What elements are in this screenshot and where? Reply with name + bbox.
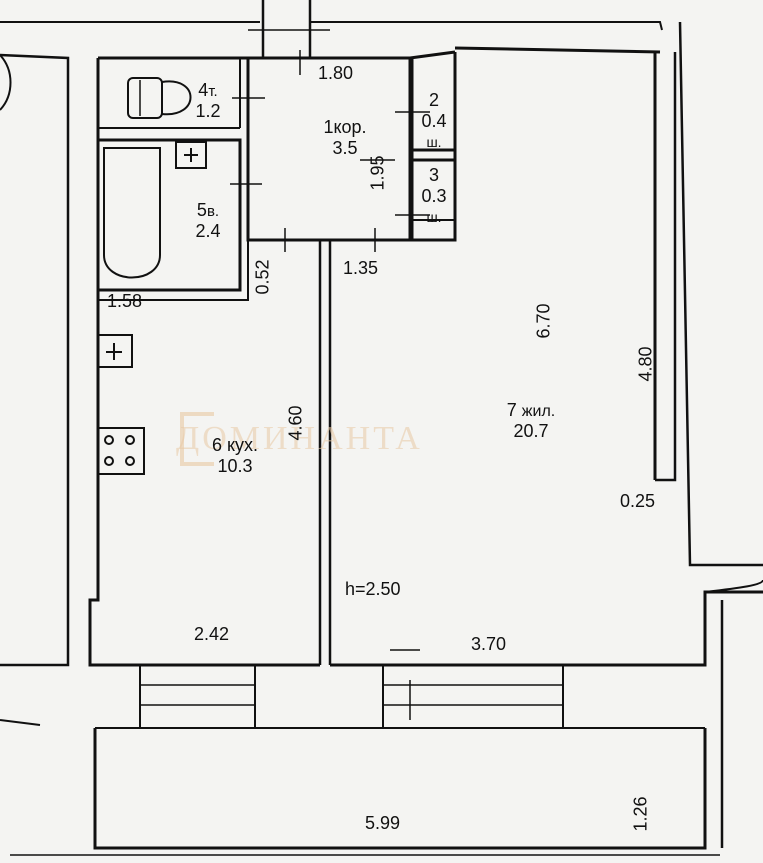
dim-kitchen-width: 2.42: [194, 624, 230, 644]
dim-balcony-width: 5.99: [365, 813, 401, 833]
watermark-logo: [180, 412, 214, 466]
room-label-living: 7 жил. 20.7: [476, 400, 586, 442]
room-label-toilet: 4т. 1.2: [186, 80, 230, 121]
dim-room-height-right: 4.80: [635, 346, 656, 382]
dim-corridor-bottom: 1.35: [343, 258, 379, 278]
room-name: т.: [208, 83, 218, 100]
watermark-text: ДОМИНАНТА: [176, 420, 423, 457]
room-label-closet-3: 3 0.3 ш.: [414, 165, 454, 227]
dim-corridor-top: 1.80: [318, 63, 354, 83]
room-name: кор.: [333, 117, 367, 137]
room-area: 1.2: [195, 100, 221, 121]
room-name: ш.: [426, 134, 442, 151]
room-name: кух.: [226, 435, 259, 455]
room-label-kitchen: 6 кух. 10.3: [190, 435, 280, 476]
room-area: 0.4: [421, 110, 447, 131]
room-label-closet-2: 2 0.4 ш.: [414, 90, 454, 152]
room-number: 4: [198, 80, 209, 100]
room-area: 10.3: [217, 455, 253, 476]
dim-room-width: 3.70: [471, 634, 507, 654]
room-area: 2.4: [195, 220, 221, 241]
room-number: 7: [506, 400, 517, 420]
dim-room-length: 6.70: [533, 303, 554, 339]
room-area: 3.5: [332, 137, 358, 158]
dim-wall-step: 0.25: [620, 491, 656, 511]
room-name: в.: [206, 203, 220, 220]
room-number: 3: [428, 165, 439, 185]
room-label-bathroom: 5в. 2.4: [180, 200, 236, 241]
room-number: 5: [196, 200, 207, 220]
room-name: жил.: [521, 403, 556, 420]
room-area: 0.3: [421, 185, 447, 206]
dim-kitchen-height: 4.60: [285, 405, 306, 441]
room-number: 1: [323, 117, 334, 137]
dim-bath-width: 1.58: [107, 291, 143, 311]
room-name: ш.: [426, 209, 442, 226]
room-number: 2: [428, 90, 439, 110]
dim-balcony-depth: 1.26: [630, 796, 651, 832]
dim-partition: 0.52: [252, 259, 273, 295]
room-number: 6: [211, 435, 222, 455]
room-label-corridor: 1кор. 3.5: [300, 117, 390, 158]
dim-corridor-height: 1.95: [367, 155, 388, 191]
room-area: 20.7: [513, 421, 549, 442]
ceiling-height: h=2.50: [345, 579, 401, 599]
